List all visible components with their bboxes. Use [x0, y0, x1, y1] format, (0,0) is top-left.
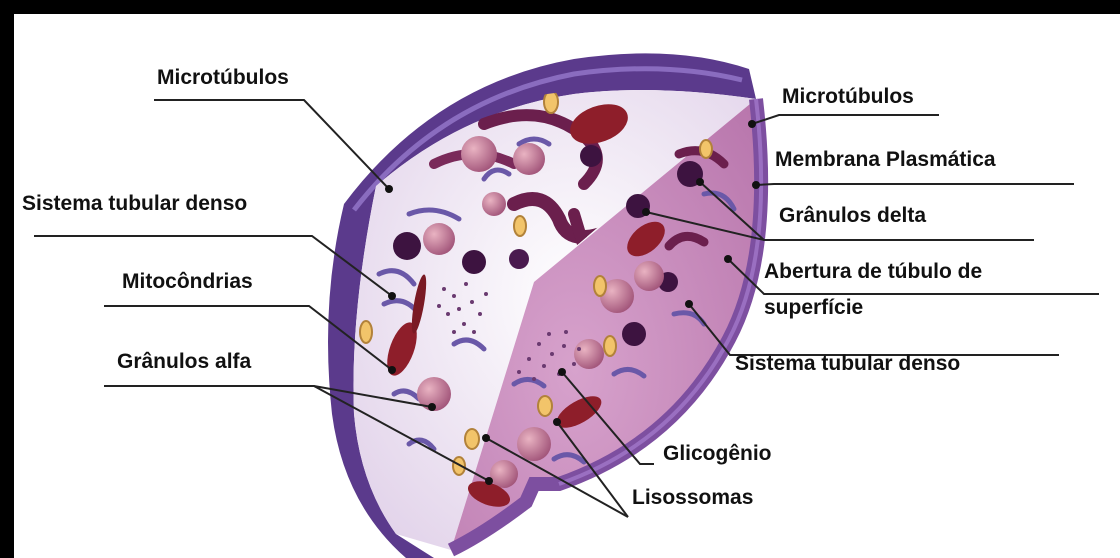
- label-membrana-plasmatica: Membrana Plasmática: [775, 148, 996, 172]
- label-abertura-line1: Abertura de túbulo de: [764, 260, 982, 284]
- label-microtubulos-right: Microtúbulos: [782, 85, 914, 109]
- label-microtubulos-left: Microtúbulos: [157, 66, 289, 90]
- label-mitocondrias: Mitocôndrias: [122, 270, 253, 294]
- label-glicogenio: Glicogênio: [663, 442, 772, 466]
- diagram-canvas: Microtúbulos Sistema tubular denso Mitoc…: [14, 14, 1120, 558]
- label-lisossomas: Lisossomas: [632, 486, 753, 510]
- label-sistema-tubular-denso-left: Sistema tubular denso: [22, 192, 247, 216]
- label-sistema-tubular-denso-right: Sistema tubular denso: [735, 352, 960, 376]
- label-abertura-line2: superfície: [764, 296, 863, 320]
- label-granulos-alfa: Grânulos alfa: [117, 350, 251, 374]
- label-granulos-delta: Grânulos delta: [779, 204, 926, 228]
